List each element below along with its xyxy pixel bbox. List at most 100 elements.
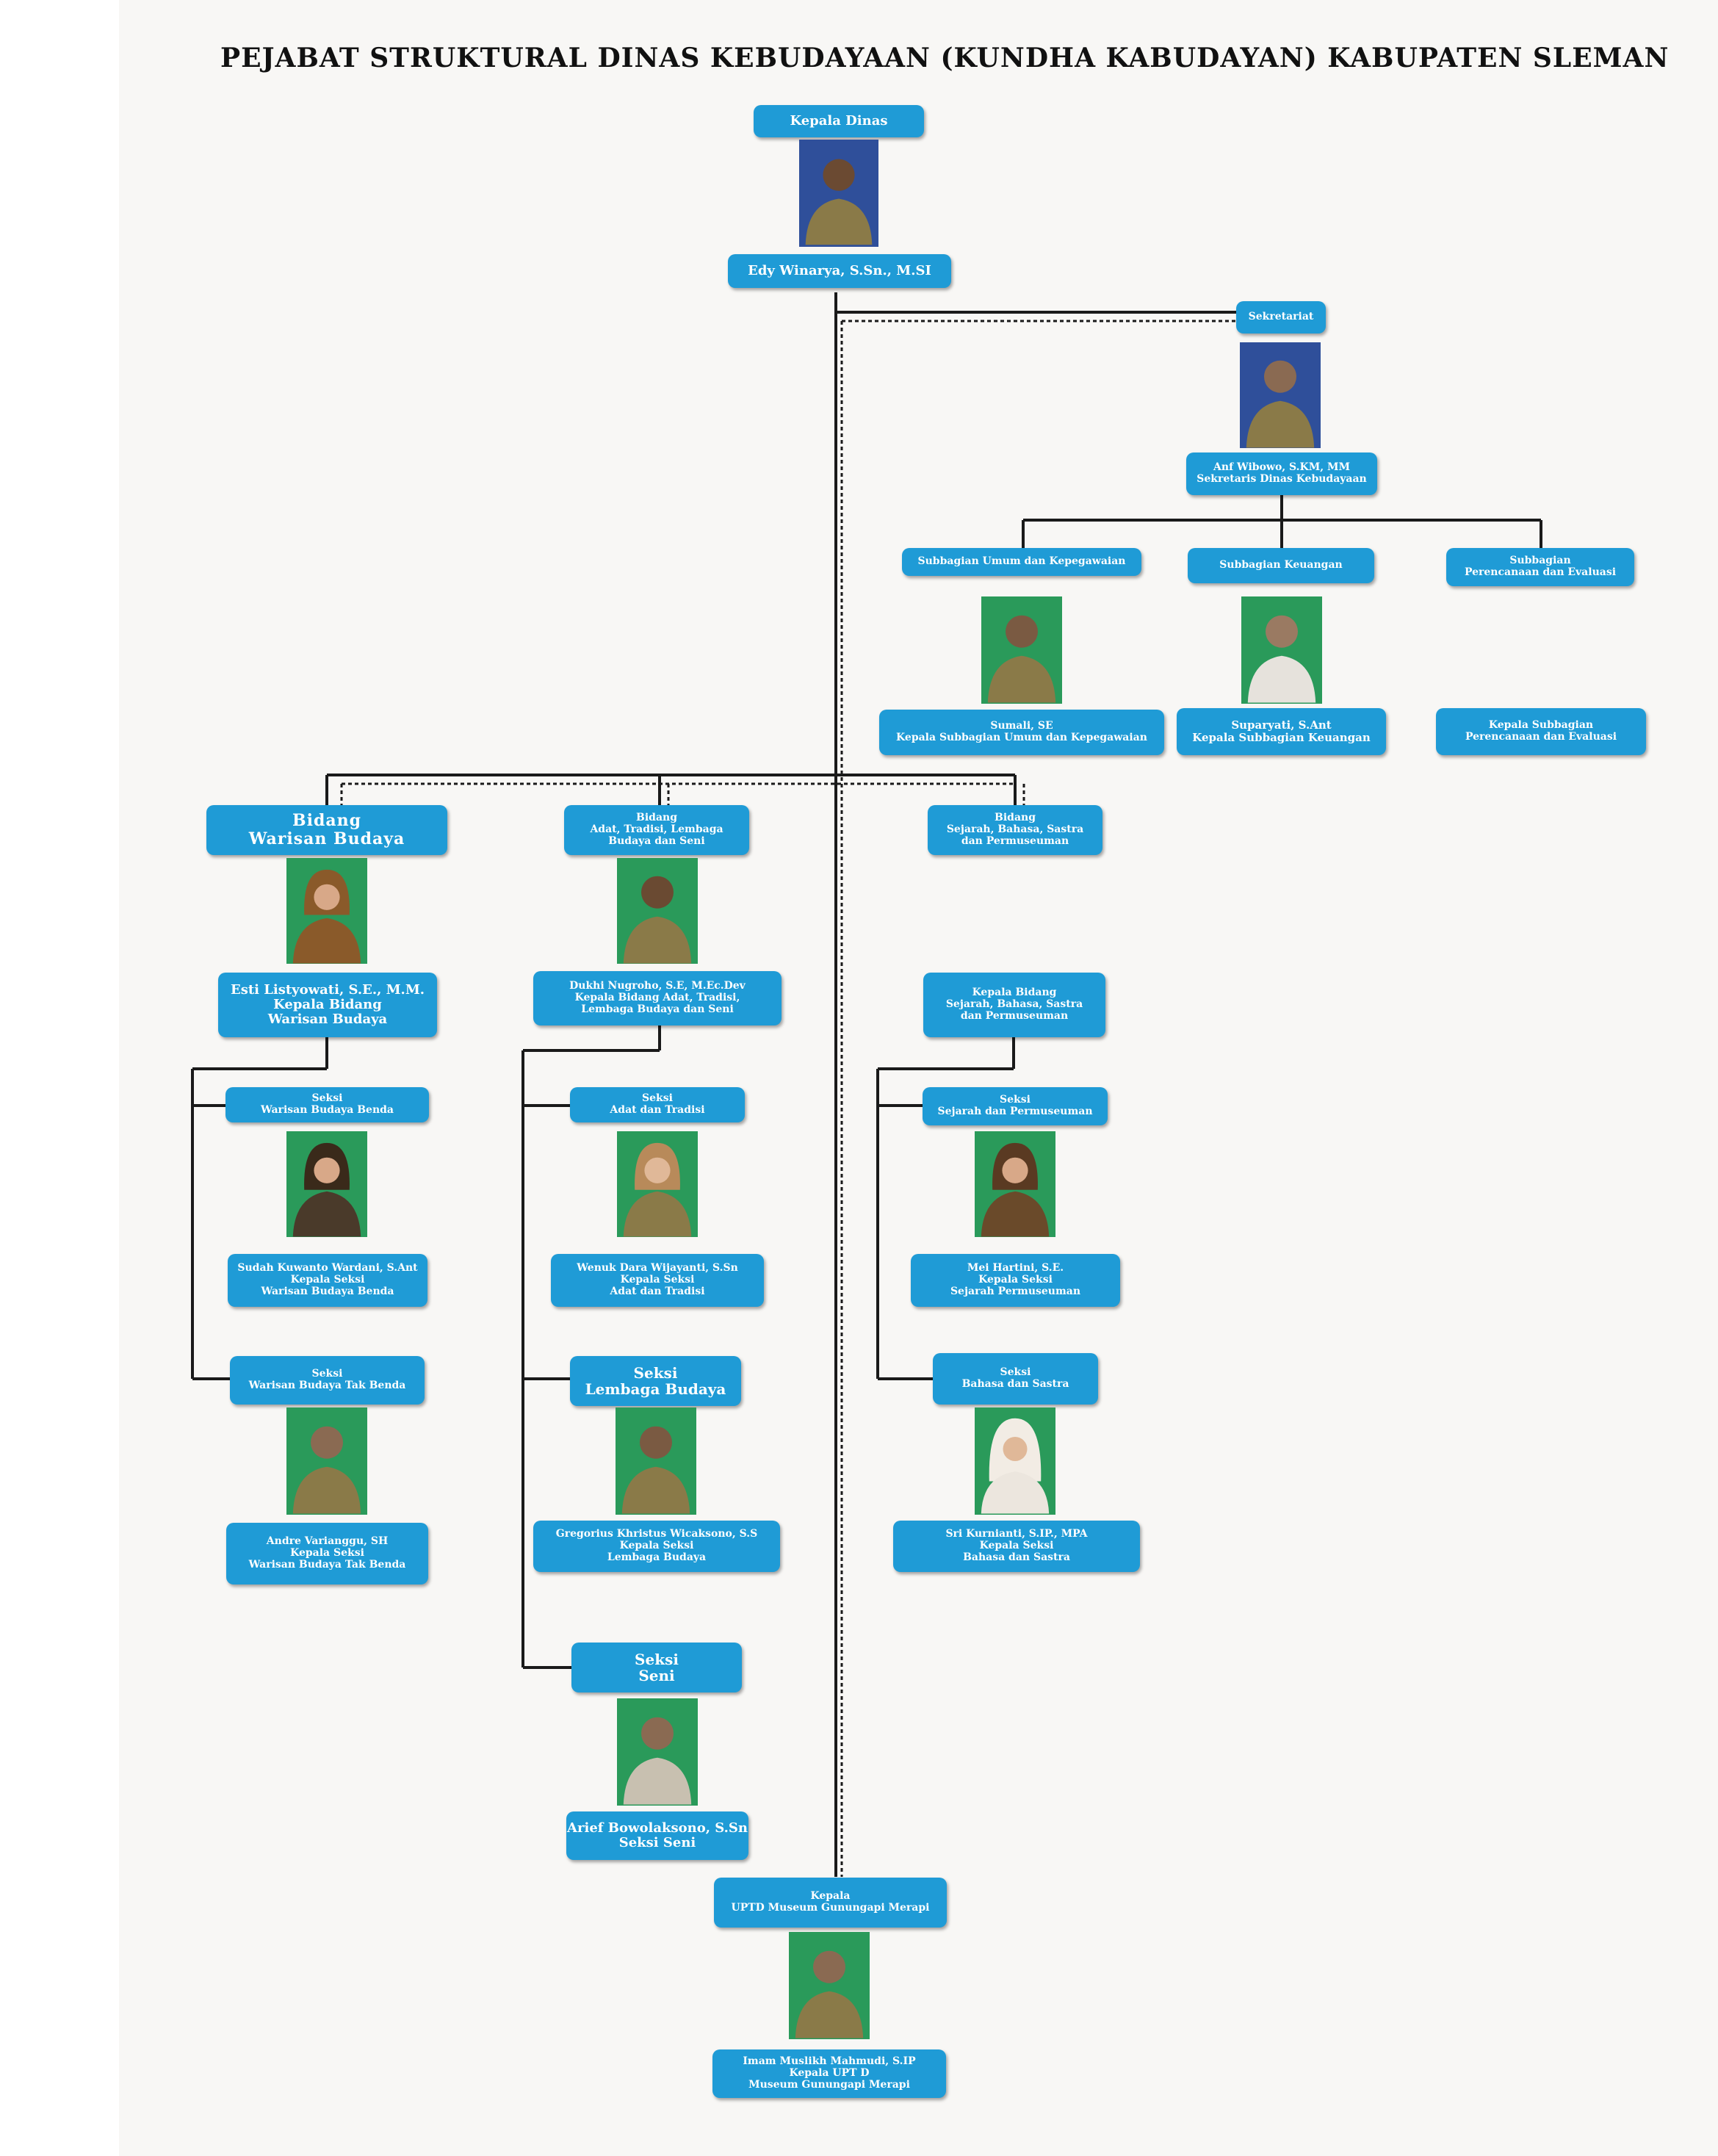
name-text: Kepala Seksi <box>978 1274 1053 1286</box>
name-text: Adat dan Tradisi <box>610 1285 705 1297</box>
name-text: Kepala Seksi <box>290 1547 364 1560</box>
name-text: Kepala Subbagian <box>1488 719 1594 732</box>
seksi-bahasa-role: Seksi Bahasa dan Sastra <box>933 1353 1098 1405</box>
seksi-seni-photo <box>617 1698 698 1806</box>
name-text: dan Permuseuman <box>960 1009 1069 1022</box>
person-silhouette-icon <box>292 1426 361 1514</box>
person-silhouette-icon <box>981 1418 1050 1514</box>
person-silhouette-icon <box>1246 360 1315 448</box>
role-text: Perencanaan dan Evaluasi <box>1464 566 1617 578</box>
role-text: Seksi <box>633 1363 678 1382</box>
seksi-wb-benda-photo <box>286 1131 367 1237</box>
role-text: dan Permuseuman <box>961 834 1069 847</box>
name-text: Arief Bowolaksono, S.Sn <box>567 1820 748 1836</box>
seksi-adat-name: Wenuk Dara Wijayanti, S.Sn Kepala Seksi … <box>551 1254 764 1307</box>
bidang-sejarah-role: Bidang Sejarah, Bahasa, Sastra dan Permu… <box>928 805 1102 855</box>
role-text: Budaya dan Seni <box>608 834 705 847</box>
person-silhouette-icon <box>621 1426 690 1514</box>
seksi-seni-name: Arief Bowolaksono, S.Sn Seksi Seni <box>566 1811 748 1860</box>
name-text: Sumali, SE <box>990 720 1053 732</box>
name-text: Esti Listyowati, S.E., M.M. <box>230 981 425 998</box>
role-text: Sekretariat <box>1248 311 1314 323</box>
kepala-dinas-name: Edy Winarya, S.Sn., M.SI <box>728 254 951 288</box>
bidang-adat-photo <box>617 858 698 964</box>
uptd-name: Imam Muslikh Mahmudi, S.IP Kepala UPT D … <box>712 2049 946 2098</box>
name-text: Kepala Bidang <box>273 996 382 1012</box>
subbag-umum-name: Sumali, SE Kepala Subbagian Umum dan Kep… <box>879 710 1164 755</box>
bidang-warisan-photo <box>286 858 367 964</box>
name-text: Wenuk Dara Wijayanti, S.Sn <box>577 1262 738 1275</box>
role-text: Kepala Dinas <box>790 112 888 129</box>
kepala-dinas-role: Kepala Dinas <box>754 105 924 137</box>
name-text: Museum Gunungapi Merapi <box>748 2078 910 2091</box>
name-text: Bahasa dan Sastra <box>963 1551 1070 1563</box>
name-text: Warisan Budaya Tak Benda <box>248 1558 406 1571</box>
person-silhouette-icon <box>1247 615 1316 703</box>
sekretariat-photo <box>1240 342 1321 448</box>
name-text: Sekretaris Dinas Kebudayaan <box>1197 473 1367 485</box>
name-text: Warisan Budaya <box>267 1012 388 1028</box>
name-text: Sejarah, Bahasa, Sastra <box>945 998 1083 1011</box>
role-text: Adat dan Tradisi <box>610 1104 705 1116</box>
role-text: Warisan Budaya <box>248 829 405 848</box>
person-silhouette-icon <box>292 1142 361 1237</box>
seksi-wb-benda-name: Sudah Kuwanto Wardani, S.Ant Kepala Seks… <box>228 1254 427 1307</box>
name-text: Kepala Bidang Adat, Tradisi, <box>574 992 740 1004</box>
uptd-role: Kepala UPTD Museum Gunungapi Merapi <box>714 1878 947 1928</box>
name-text: Kepala Subbagian Umum dan Kepegawaian <box>896 732 1147 743</box>
role-text: Seksi <box>1000 1366 1031 1379</box>
bidang-warisan-name: Esti Listyowati, S.E., M.M. Kepala Bidan… <box>218 973 437 1037</box>
name-text: Kepala Bidang <box>972 987 1057 999</box>
person-silhouette-icon <box>795 1950 864 2038</box>
role-text: Subbagian <box>1509 555 1571 567</box>
person-silhouette-icon <box>981 1142 1050 1237</box>
seksi-bahasa-photo <box>975 1407 1055 1515</box>
name-text: Kepala Subbagian Keuangan <box>1192 731 1371 744</box>
sekretariat-role: Sekretariat <box>1236 301 1326 334</box>
role-text: Bidang <box>636 812 677 824</box>
role-text: Seksi <box>642 1092 673 1105</box>
seksi-sejarah-role: Seksi Sejarah dan Permuseuman <box>923 1087 1108 1125</box>
seksi-sejarah-name: Mei Hartini, S.E. Kepala Seksi Sejarah P… <box>911 1254 1120 1307</box>
seksi-adat-role: Seksi Adat dan Tradisi <box>570 1087 745 1122</box>
name-text: Andre Varianggu, SH <box>266 1535 389 1548</box>
name-text: Kepala Seksi <box>620 1274 695 1286</box>
name-text: Dukhi Nugroho, S.E, M.Ec.Dev <box>569 980 746 992</box>
role-text: Lembaga Budaya <box>585 1380 726 1398</box>
role-text: Seksi <box>311 1092 343 1105</box>
subbag-keuangan-role: Subbagian Keuangan <box>1188 548 1374 583</box>
person-silhouette-icon <box>623 1717 692 1805</box>
kepala-dinas-photo <box>799 140 878 247</box>
role-text: Seksi <box>1000 1094 1031 1106</box>
name-text: Kepala Seksi <box>979 1540 1054 1552</box>
uptd-photo <box>789 1932 870 2039</box>
name-text: Perencanaan dan Evaluasi <box>1465 731 1617 743</box>
seksi-adat-photo <box>617 1131 698 1237</box>
subbag-umum-role: Subbagian Umum dan Kepegawaian <box>902 548 1141 576</box>
person-silhouette-icon <box>987 615 1056 703</box>
subbag-perencanaan-name: Kepala Subbagian Perencanaan dan Evaluas… <box>1436 708 1646 755</box>
sekretariat-name: Anf Wibowo, S.KM, MM Sekretaris Dinas Ke… <box>1186 453 1377 495</box>
name-text: Lembaga Budaya <box>607 1551 707 1563</box>
role-text: Seksi <box>311 1368 343 1380</box>
person-silhouette-icon <box>805 159 873 245</box>
seksi-seni-role: Seksi Seni <box>571 1643 742 1692</box>
name-text: Seksi Seni <box>618 1835 696 1850</box>
name-text: Lembaga Budaya dan Seni <box>581 1003 734 1015</box>
role-text: Subbagian Umum dan Kepegawaian <box>917 555 1126 568</box>
person-silhouette-icon <box>623 1142 692 1237</box>
subbag-umum-photo <box>981 596 1062 704</box>
role-text: Bidang <box>995 812 1036 824</box>
name-text: Mei Hartini, S.E. <box>967 1262 1064 1275</box>
name-text: Kepala Seksi <box>619 1540 694 1552</box>
subbag-keuangan-name: Suparyati, S.Ant Kepala Subbagian Keuang… <box>1177 708 1386 755</box>
seksi-wb-takbenda-name: Andre Varianggu, SH Kepala Seksi Warisan… <box>226 1523 428 1584</box>
role-text: Subbagian Keuangan <box>1219 559 1343 572</box>
seksi-wb-takbenda-photo <box>286 1407 367 1515</box>
name-text: Suparyati, S.Ant <box>1231 718 1332 732</box>
name-text: Edy Winarya, S.Sn., M.SI <box>748 262 931 278</box>
role-text: Warisan Budaya Tak Benda <box>248 1380 406 1391</box>
bidang-sejarah-name: Kepala Bidang Sejarah, Bahasa, Sastra da… <box>923 973 1105 1037</box>
seksi-lembaga-role: Seksi Lembaga Budaya <box>570 1356 741 1406</box>
